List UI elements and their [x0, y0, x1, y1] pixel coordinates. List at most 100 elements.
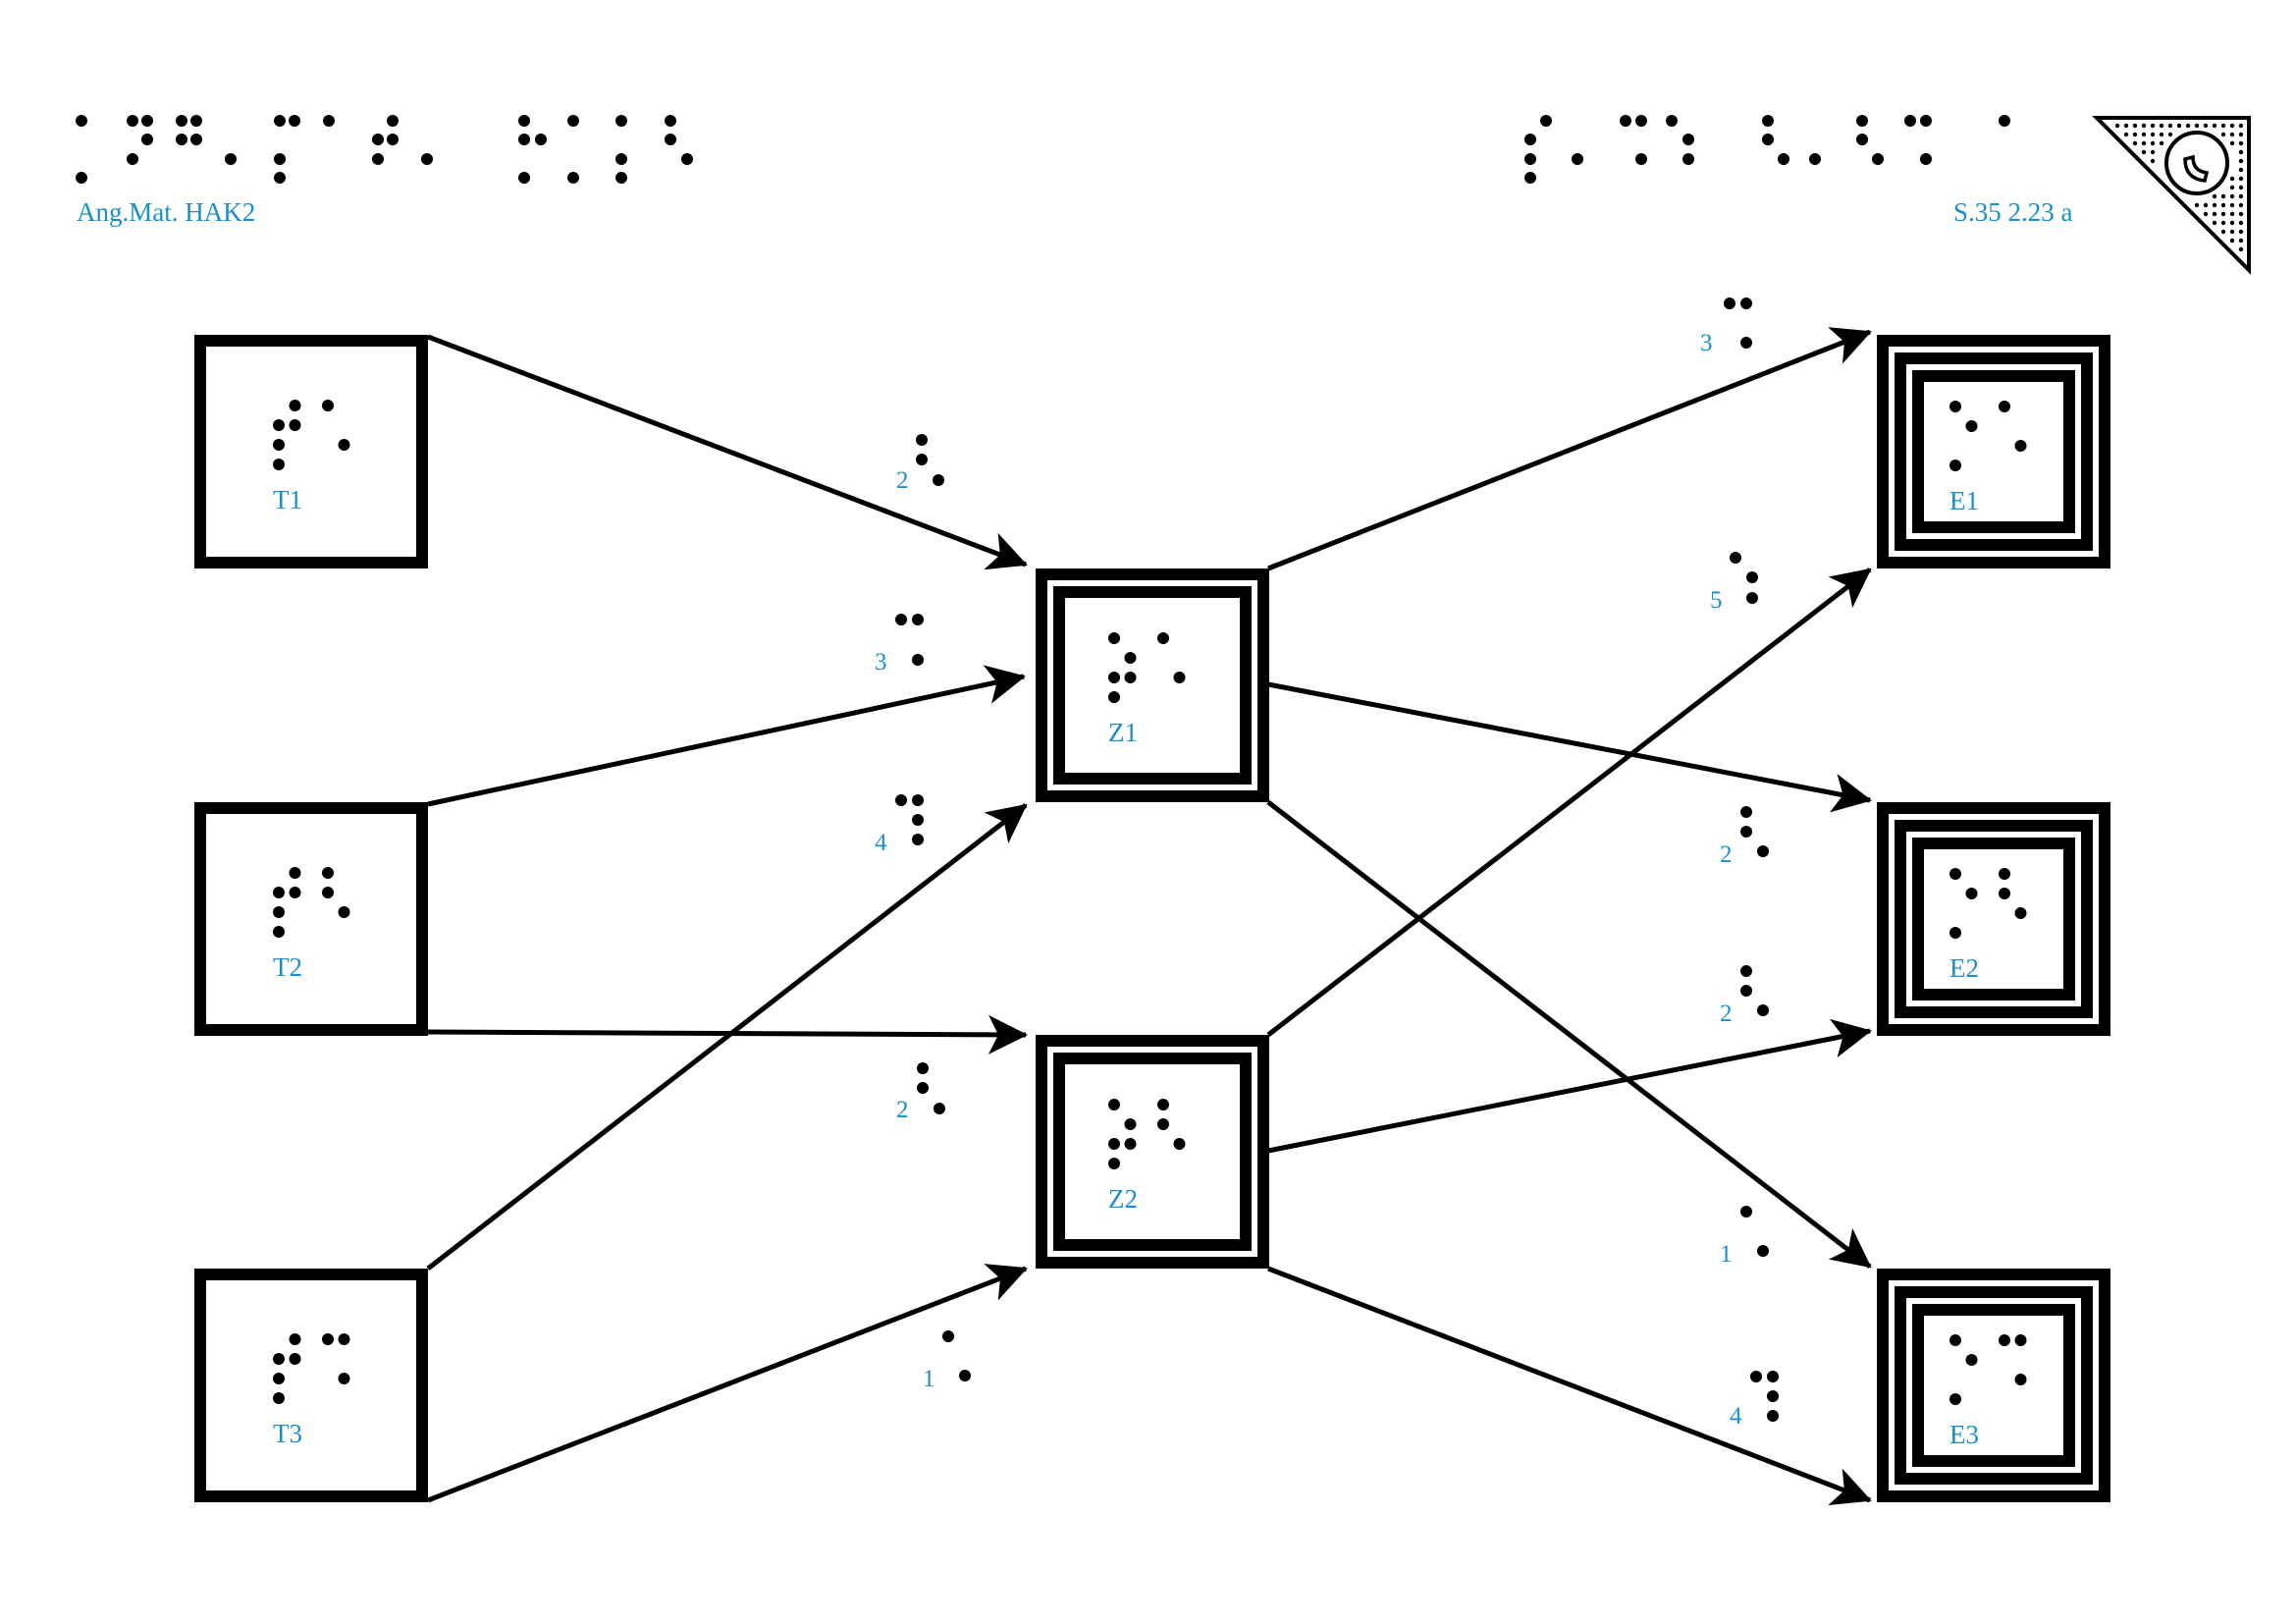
stipple-dot [2238, 123, 2244, 129]
stipple-dot [2203, 202, 2209, 208]
edge-arrow [427, 665, 1026, 807]
node-border-ring [1036, 1035, 1269, 1269]
node-z1[interactable]: Z1 [1036, 568, 1269, 802]
braille-dot [1682, 153, 1694, 165]
braille-dot [1173, 672, 1186, 683]
edge-weight-label: 2 [1720, 1001, 1733, 1027]
node-border-ring [1895, 820, 2093, 1018]
node-t1[interactable]: T1 [194, 335, 428, 568]
braille-dot [1762, 134, 1774, 145]
braille-dot [127, 153, 138, 165]
edge-t2-z1[interactable]: 3 [427, 614, 1026, 807]
braille-dot [1108, 672, 1120, 683]
braille-dot [895, 794, 907, 806]
braille-dot [1524, 172, 1536, 184]
braille-dot [567, 115, 579, 127]
braille-dot [273, 1353, 285, 1365]
braille-dot [289, 887, 301, 898]
edge-arrow [426, 803, 1028, 1271]
node-border-ring [1053, 586, 1252, 785]
braille-dot [1757, 1004, 1769, 1016]
stipple-dot [2229, 229, 2235, 235]
edge-z2-e3[interactable]: 4 [1267, 1266, 1872, 1506]
braille-dot [2014, 907, 2027, 919]
stipple-dot [2167, 123, 2173, 129]
stipple-dot [2229, 123, 2235, 129]
braille-dot [1157, 632, 1169, 644]
braille-dot [1949, 868, 1961, 880]
braille-dot [1746, 571, 1758, 583]
stipple-dot [2123, 123, 2129, 129]
node-e1[interactable]: E1 [1877, 335, 2110, 568]
stipple-dot [2159, 123, 2164, 129]
edge-t2-z2[interactable]: 2 [427, 1014, 1028, 1123]
node-z2[interactable]: Z2 [1036, 1035, 1269, 1269]
edge-arrow [1267, 681, 1872, 813]
braille-dot [1762, 115, 1774, 127]
braille-dot [917, 1082, 929, 1094]
node-border-ring [1912, 370, 2075, 533]
tactile-corner-marker-icon [2092, 116, 2251, 275]
braille-dot [273, 926, 285, 938]
stipple-dot [2212, 193, 2217, 199]
braille-dot [1757, 845, 1769, 857]
node-t3[interactable]: T3 [194, 1269, 428, 1502]
node-label: Z2 [1108, 1184, 1138, 1214]
edge-t3-z1[interactable]: 4 [426, 794, 1028, 1271]
node-label: Z1 [1108, 718, 1138, 747]
braille-dot [1108, 1099, 1120, 1110]
braille-dot [912, 814, 924, 826]
stipple-dot [2159, 140, 2164, 146]
braille-dot [1635, 153, 1647, 165]
braille-dot [1949, 401, 1961, 412]
node-e2[interactable]: E2 [1877, 802, 2110, 1036]
node-border-ring [194, 802, 428, 1036]
braille-dot [273, 419, 285, 431]
braille-dot [322, 1333, 334, 1345]
edge-z1-e3[interactable]: 1 [1266, 800, 1872, 1269]
node-background [1877, 335, 2110, 568]
stipple-dot [2141, 149, 2147, 155]
edge-weight-label: 1 [923, 1366, 935, 1392]
stipple-dot [2150, 149, 2156, 155]
braille-dot [681, 153, 693, 165]
braille-dot [1965, 1354, 1978, 1366]
braille-dot [176, 115, 187, 127]
braille-dot [1740, 298, 1752, 309]
node-background [1036, 568, 1269, 802]
node-label: E2 [1949, 953, 1979, 983]
braille-dot [1778, 153, 1789, 165]
braille-dot [1750, 1371, 1762, 1382]
stipple-dot [2212, 220, 2217, 226]
braille-title-right [1524, 115, 2010, 184]
braille-dot [1524, 134, 1536, 145]
braille-dot [1904, 115, 1916, 127]
braille-dot [2014, 1334, 2027, 1346]
edge-z1-e1[interactable]: 3 [1267, 298, 1872, 571]
braille-dot [1124, 1118, 1137, 1130]
braille-dot [665, 115, 676, 127]
node-label: T2 [273, 952, 302, 982]
braille-dot [1920, 153, 1932, 165]
edge-t3-z2[interactable]: 1 [427, 1264, 1028, 1503]
braille-dot [665, 134, 676, 145]
edge-z2-e1[interactable]: 5 [1266, 552, 1872, 1037]
stipple-dot [2229, 202, 2235, 208]
braille-dot [1682, 134, 1694, 145]
stipple-dot [2220, 220, 2226, 226]
braille-dot [1173, 1138, 1186, 1150]
node-t2[interactable]: T2 [194, 802, 428, 1036]
braille-dot [322, 400, 334, 411]
edge-weight-label: 2 [896, 1097, 909, 1123]
braille-dot [1730, 552, 1741, 564]
stipple-dot [2229, 238, 2235, 244]
node-e3[interactable]: E3 [1877, 1269, 2110, 1502]
edge-z2-e2[interactable]: 2 [1267, 965, 1872, 1154]
braille-dot [289, 1353, 301, 1365]
stipple-dot [2203, 211, 2209, 217]
braille-dot [1999, 115, 2010, 127]
node-label: E3 [1949, 1420, 1979, 1449]
edge-t1-z1[interactable]: 2 [427, 334, 1028, 570]
edge-z1-e2[interactable]: 2 [1267, 681, 1872, 868]
